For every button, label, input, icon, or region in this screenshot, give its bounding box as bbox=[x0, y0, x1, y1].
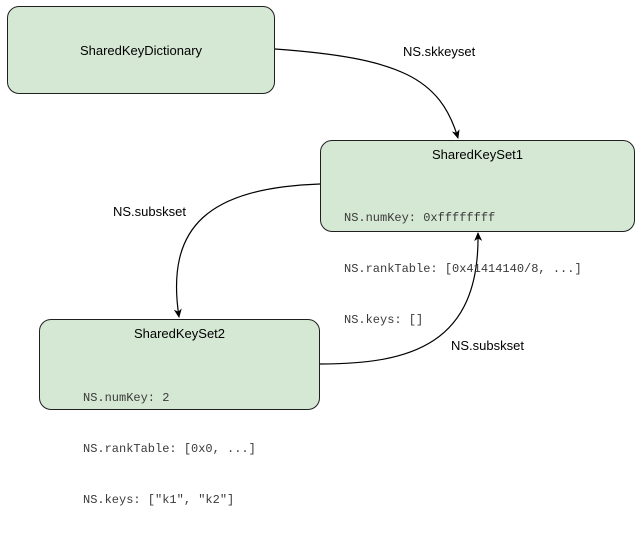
field-keys: NS.keys: [] bbox=[344, 313, 424, 327]
field-num-key: NS.numKey: 2 bbox=[83, 391, 170, 405]
node-title: SharedKeySet2 bbox=[133, 326, 226, 341]
field-rank-table: NS.rankTable: [0x0, ...] bbox=[83, 442, 256, 456]
edge-label-subskset: NS.subskset bbox=[113, 204, 186, 219]
node-shared-key-set-1: SharedKeySet1 NS.numKey: 0xffffffff NS.r… bbox=[320, 140, 635, 327]
field-num-key: NS.numKey: 0xffffffff bbox=[344, 211, 496, 225]
node-shared-key-dictionary: SharedKeyDictionary bbox=[7, 6, 275, 94]
field-rank-table: NS.rankTable: [0x41414140/8, ...] bbox=[344, 262, 582, 276]
edge-label-skkeyset: NS.skkeyset bbox=[403, 44, 476, 59]
edge-label-subskset: NS.subskset bbox=[451, 338, 524, 353]
field-list: NS.numKey: 2 NS.rankTable: [0x0, ...] NS… bbox=[83, 356, 256, 543]
node-shared-key-set-2: SharedKeySet2 NS.numKey: 2 NS.rankTable:… bbox=[39, 319, 320, 507]
node-title: SharedKeyDictionary bbox=[79, 42, 203, 58]
diagram-edges bbox=[173, 48, 483, 365]
edge-keyset2-to-keyset1 bbox=[319, 232, 483, 365]
node-title: SharedKeySet1 bbox=[431, 147, 524, 162]
field-keys: NS.keys: ["k1", "k2"] bbox=[83, 493, 235, 507]
edge-keyset1-to-keyset2 bbox=[173, 183, 321, 318]
field-list: NS.numKey: 0xffffffff NS.rankTable: [0x4… bbox=[344, 176, 582, 363]
edge-dict-to-keyset1 bbox=[274, 48, 460, 139]
